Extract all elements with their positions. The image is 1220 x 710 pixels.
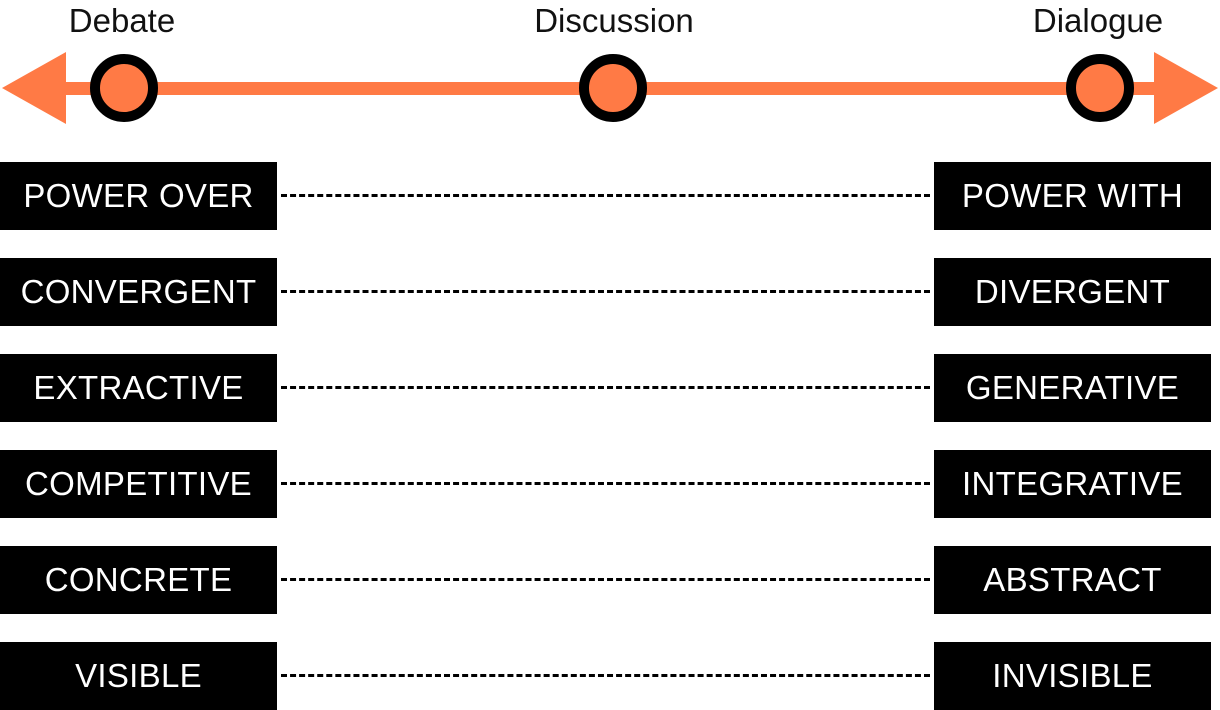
pair-row-visible: VISIBLE INVISIBLE bbox=[0, 642, 1220, 710]
dashed-connector bbox=[281, 290, 930, 293]
term-right: ABSTRACT bbox=[934, 546, 1211, 614]
dashed-connector bbox=[281, 194, 930, 197]
term-right: INTEGRATIVE bbox=[934, 450, 1211, 518]
marker-debate bbox=[90, 54, 158, 122]
marker-dialogue bbox=[1066, 54, 1134, 122]
label-debate: Debate bbox=[68, 2, 176, 39]
dashed-connector bbox=[281, 578, 930, 581]
dashed-connector bbox=[281, 674, 930, 677]
pair-row-competitive: COMPETITIVE INTEGRATIVE bbox=[0, 450, 1220, 518]
marker-discussion bbox=[579, 54, 647, 122]
pair-row-extractive: EXTRACTIVE GENERATIVE bbox=[0, 354, 1220, 422]
left-arrowhead-icon bbox=[2, 52, 66, 124]
dashed-connector bbox=[281, 482, 930, 485]
pair-row-power: POWER OVER POWER WITH bbox=[0, 162, 1220, 230]
term-left: POWER OVER bbox=[0, 162, 277, 230]
term-right: INVISIBLE bbox=[934, 642, 1211, 710]
pair-row-concrete: CONCRETE ABSTRACT bbox=[0, 546, 1220, 614]
spectrum-arrow bbox=[2, 52, 1218, 124]
dashed-connector bbox=[281, 386, 930, 389]
pair-row-convergent: CONVERGENT DIVERGENT bbox=[0, 258, 1220, 326]
term-left: CONCRETE bbox=[0, 546, 277, 614]
right-arrowhead-icon bbox=[1154, 52, 1218, 124]
term-left: EXTRACTIVE bbox=[0, 354, 277, 422]
term-left: VISIBLE bbox=[0, 642, 277, 710]
term-right: POWER WITH bbox=[934, 162, 1211, 230]
label-discussion: Discussion bbox=[534, 2, 694, 39]
label-dialogue: Dialogue bbox=[1032, 2, 1164, 39]
term-left: COMPETITIVE bbox=[0, 450, 277, 518]
term-left: CONVERGENT bbox=[0, 258, 277, 326]
term-right: DIVERGENT bbox=[934, 258, 1211, 326]
term-right: GENERATIVE bbox=[934, 354, 1211, 422]
